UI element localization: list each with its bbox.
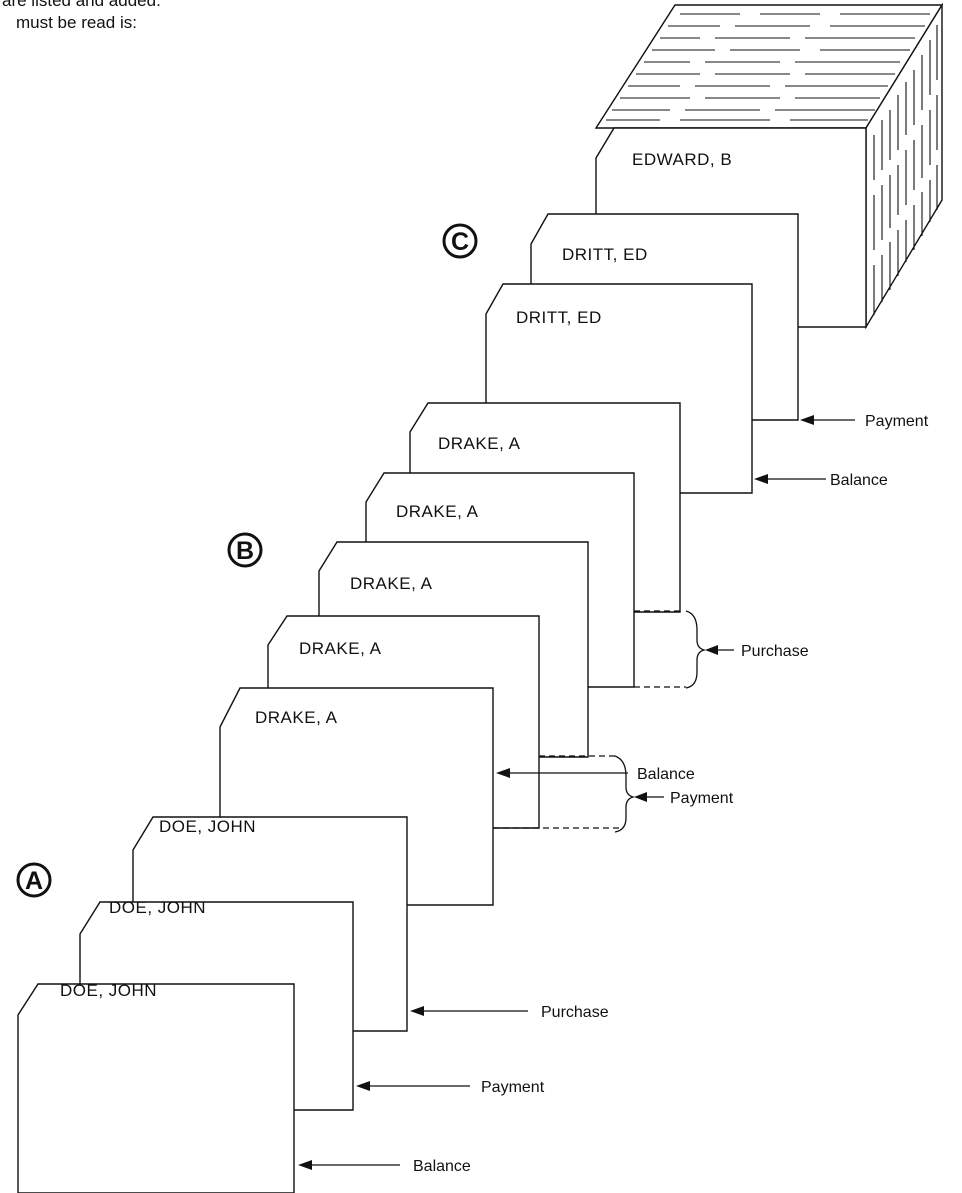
marker-c: C	[442, 223, 478, 259]
deck-side-texture	[873, 25, 938, 315]
card-label: DRITT, ED	[562, 245, 648, 264]
intro-text-line-2: must be read is:	[16, 13, 137, 32]
label-balance-bottom: Balance	[413, 1158, 471, 1175]
card-label: DRAKE, A	[438, 434, 521, 453]
card-label: DOE, JOHN	[159, 817, 256, 836]
card-label: DRAKE, A	[350, 574, 433, 593]
card-label: DOE, JOHN	[109, 898, 206, 917]
label-payment-doe: Payment	[481, 1079, 545, 1096]
arrow-balance-top: Balance	[754, 472, 888, 489]
label-payment-group: Payment	[670, 790, 734, 807]
card-doe-john-3: DOE, JOHN	[17, 981, 295, 1193]
label-balance-doe: Balance	[637, 766, 695, 783]
card-label: DRAKE, A	[299, 639, 382, 658]
label-purchase-group: Purchase	[741, 643, 809, 660]
arrow-payment-doe: Payment	[356, 1079, 545, 1096]
svg-text:A: A	[25, 867, 43, 895]
label-balance-top: Balance	[830, 472, 888, 489]
label-payment-top: Payment	[865, 413, 929, 430]
intro-text-line-1: are listed and added.	[2, 0, 161, 10]
svg-text:C: C	[451, 228, 469, 256]
arrow-purchase-doe: Purchase	[410, 1004, 609, 1021]
arrow-balance-doe: Balance	[496, 766, 695, 783]
card-label: DRAKE, A	[255, 708, 338, 727]
arrow-payment-top: Payment	[800, 413, 929, 430]
label-purchase-doe: Purchase	[541, 1004, 609, 1021]
card-label: DRITT, ED	[516, 308, 602, 327]
marker-a: A	[16, 862, 52, 898]
card-deck-block	[594, 2, 944, 330]
marker-b: B	[227, 532, 263, 568]
payment-group-indicator: Payment	[493, 755, 734, 833]
svg-text:B: B	[236, 537, 254, 565]
card-label: DOE, JOHN	[60, 981, 157, 1000]
purchase-group-indicator: Purchase	[634, 610, 809, 689]
arrow-balance-bottom: Balance	[298, 1158, 471, 1175]
card-label: DRAKE, A	[396, 502, 479, 521]
deck-top-texture	[606, 13, 930, 121]
card-label: EDWARD, B	[632, 150, 732, 169]
